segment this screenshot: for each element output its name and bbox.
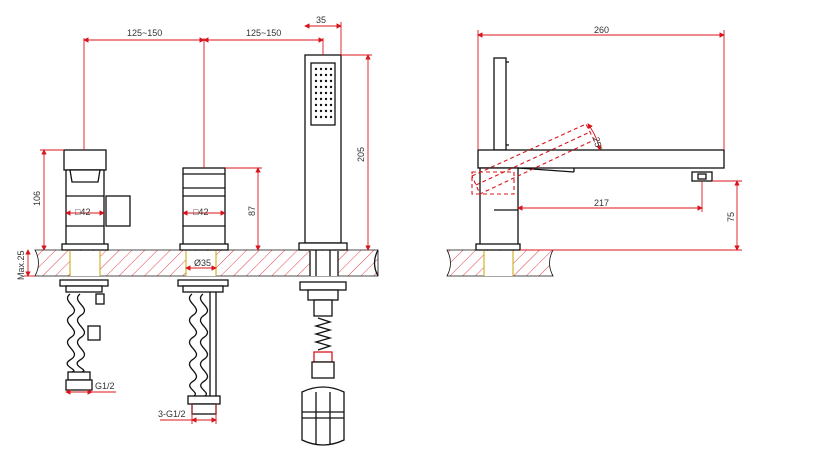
dim-mixer-height: 87 — [247, 206, 257, 216]
dim-deck-thickness: Max.25 — [16, 250, 26, 280]
dim-hole-diameter: Ø35 — [194, 258, 211, 268]
dim-body-square-left: □42 — [75, 207, 90, 217]
diverter-body — [59, 149, 131, 391]
hand-shower — [298, 54, 348, 446]
side-body — [471, 57, 725, 251]
side-view: 260 25° 217 75 — [446, 25, 742, 277]
dim-handset-width: 35 — [316, 15, 326, 25]
dim-handset-height: 205 — [356, 147, 366, 162]
deck-section — [34, 249, 379, 277]
front-view: 125~150 125~150 35 205 106 □42 □42 87 Ma… — [16, 15, 379, 446]
front-dimensions — [24, 22, 372, 424]
dim-spout-reach: 217 — [594, 198, 609, 208]
dim-body-square-mid: □42 — [193, 207, 208, 217]
dim-diverter-height: 106 — [32, 191, 42, 206]
spray-nozzle-grid — [314, 67, 333, 119]
dim-thread-left: G1/2 — [95, 381, 115, 391]
dim-spacing-right: 125~150 — [246, 28, 281, 38]
mixer-body — [177, 167, 229, 415]
side-deck-section — [446, 249, 554, 277]
dim-spout-tilt: 25° — [591, 136, 604, 152]
dim-spout-outlet-height: 75 — [726, 212, 736, 222]
dim-thread-mid: 3-G1/2 — [158, 409, 186, 419]
dim-spout-length: 260 — [594, 25, 609, 35]
side-dimensions — [477, 30, 742, 251]
dim-spacing-left: 125~150 — [127, 28, 162, 38]
